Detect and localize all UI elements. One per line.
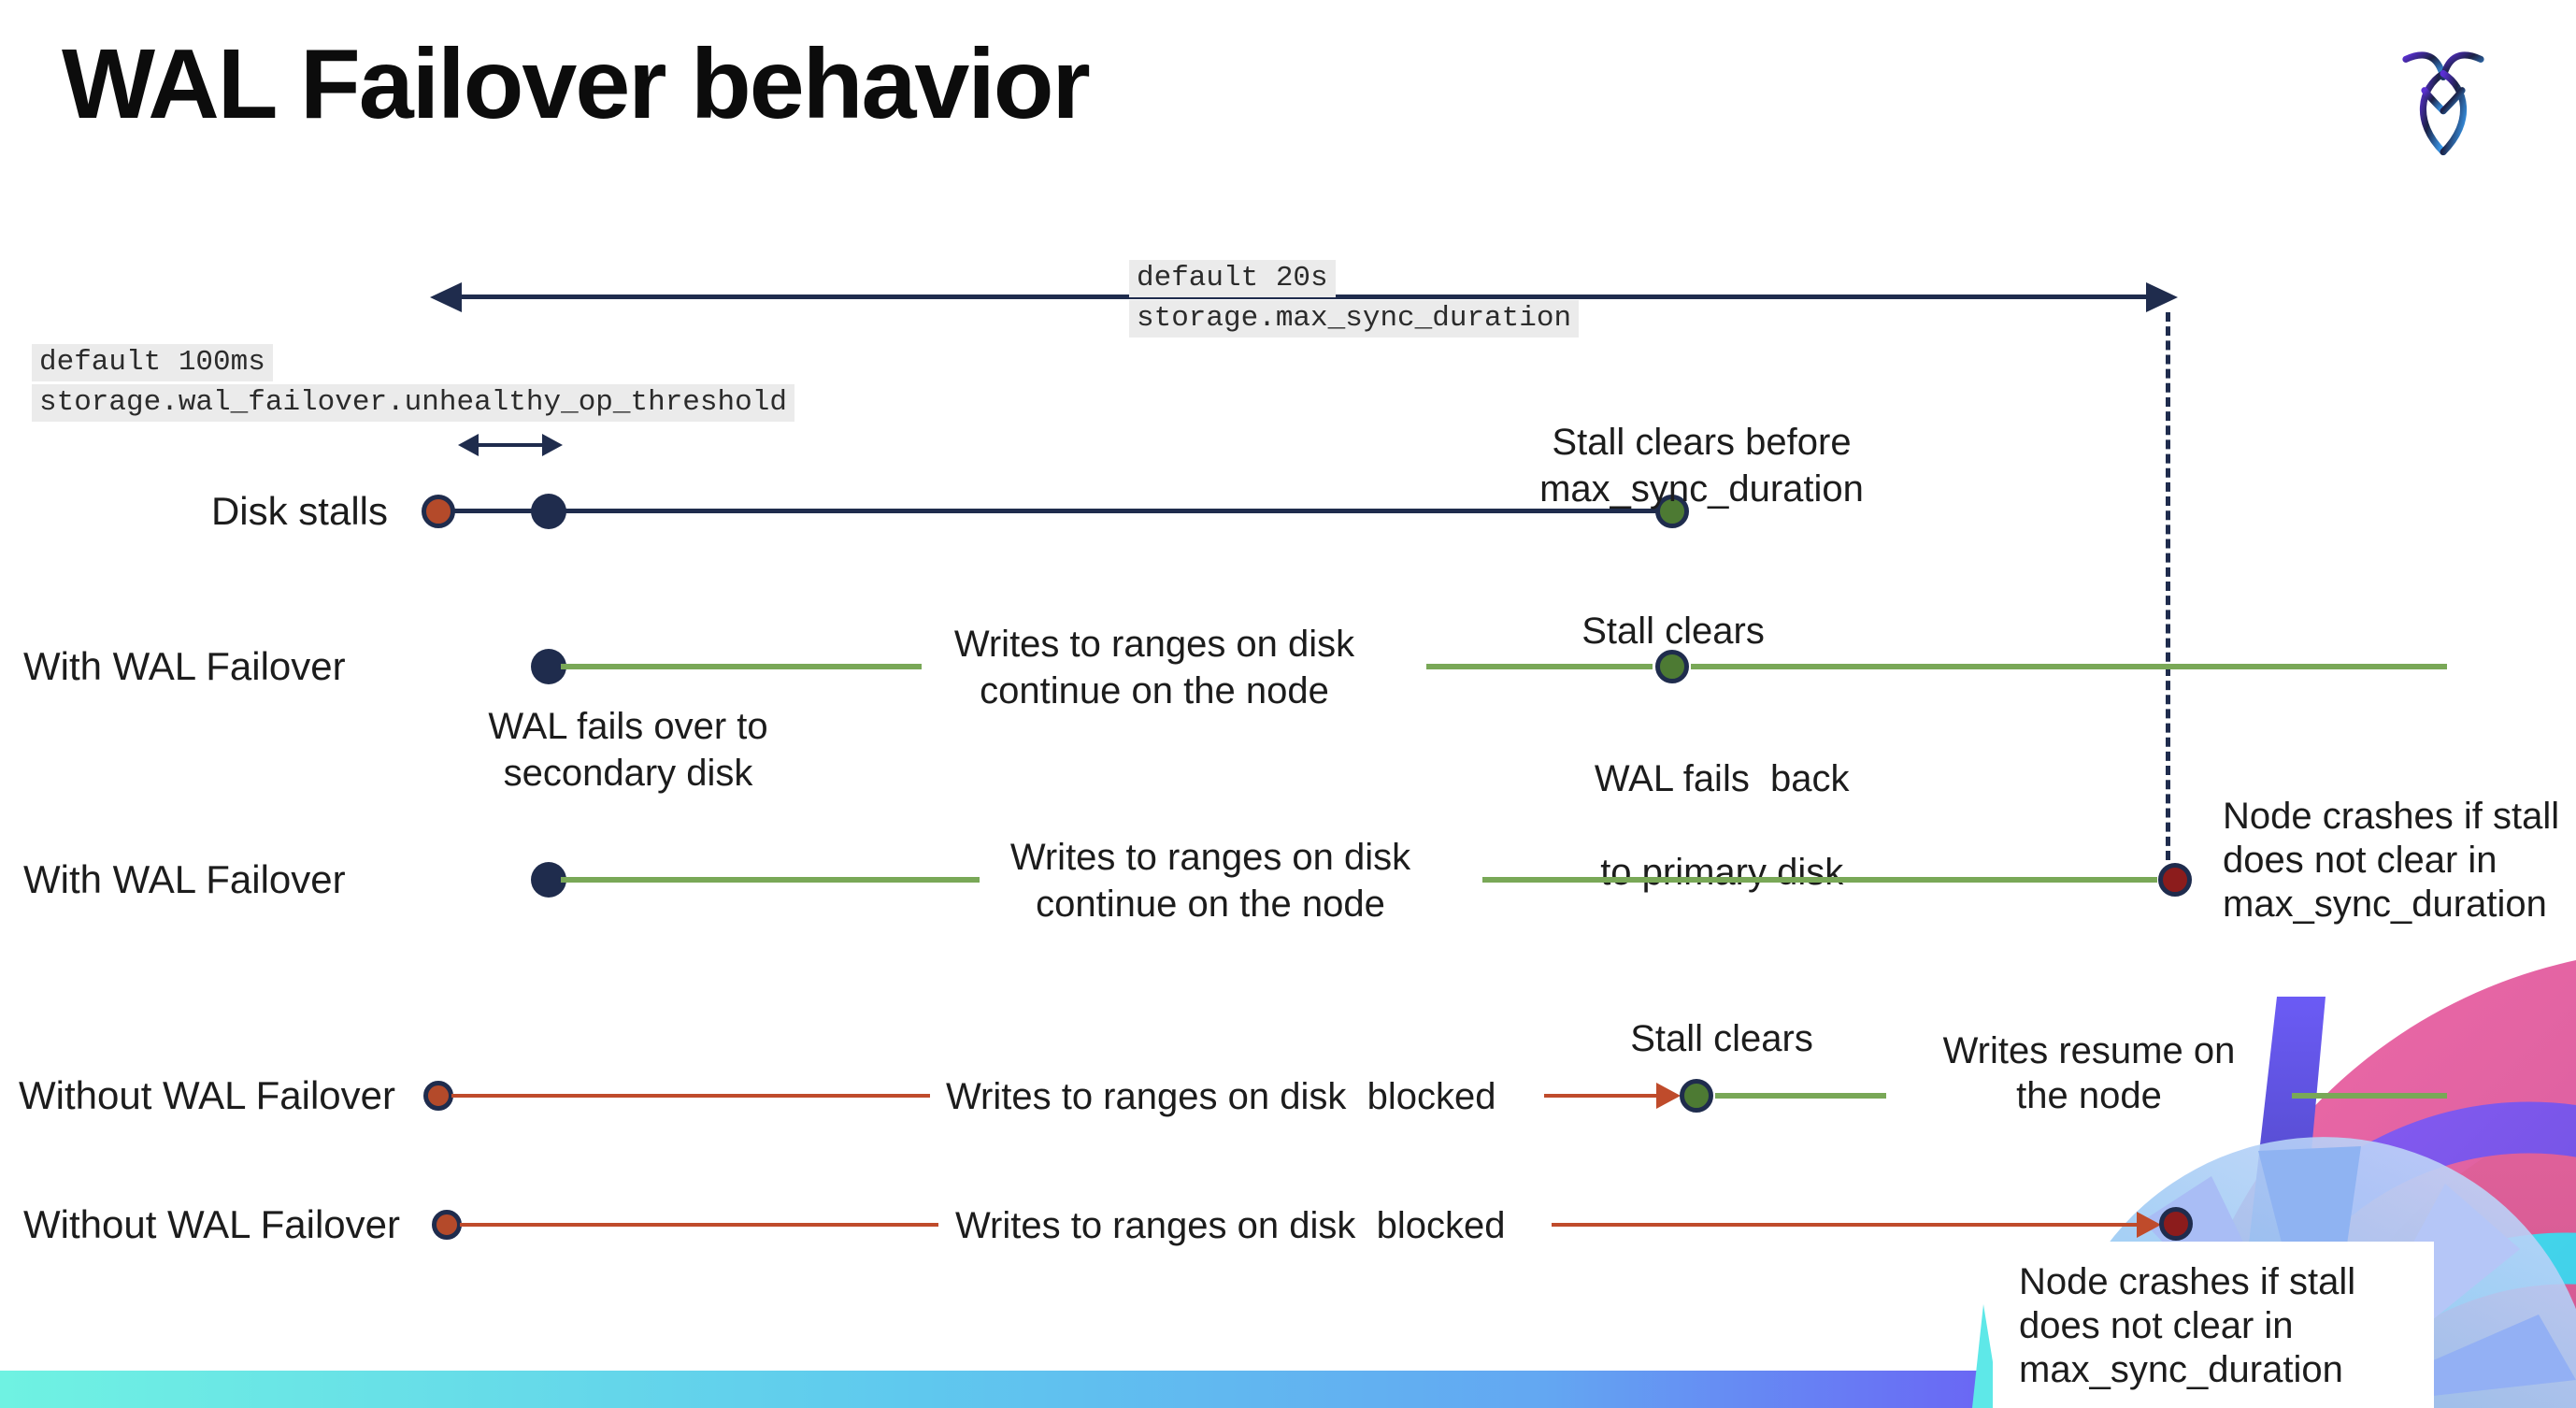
- writes-blocked-note-1: Writes to ranges on disk blocked: [946, 1076, 1496, 1117]
- threshold-default-chip: default 100ms: [32, 344, 273, 381]
- node-crash-note-1: Node crashes if stall does not clear in …: [2223, 795, 2576, 927]
- node-crash-dot-1: [2158, 863, 2192, 897]
- wal-fails-over-note: WAL fails over to secondary disk: [441, 703, 815, 797]
- crash-callout-box: [1993, 1242, 2434, 1408]
- max-sync-name-chip: storage.max_sync_duration: [1129, 300, 1580, 338]
- blocked-start-dot-2: [432, 1210, 462, 1240]
- stall-clears-dot-2: [1680, 1079, 1713, 1113]
- node-crash-dot-2: [2159, 1207, 2193, 1241]
- note-line: Writes to ranges on disk: [1009, 837, 1411, 878]
- disk-stall-timeline: [438, 509, 1672, 513]
- row-label-without-wal-failover-1: Without WAL Failover: [19, 1073, 395, 1117]
- writes-continue-note-1: Writes to ranges on disk continue on the…: [939, 621, 1369, 714]
- note-line: max_sync_duration: [2019, 1349, 2343, 1390]
- row-label-with-wal-failover-2: With WAL Failover: [23, 857, 346, 901]
- note-line: WAL fails over to: [488, 706, 768, 747]
- threshold-setting-label: default 100ms storage.wal_failover.unhea…: [32, 344, 794, 424]
- writes-resume-line-1: [1715, 1093, 1886, 1099]
- blocked-arrow-line-1: [1544, 1094, 1658, 1098]
- note-line: max_sync_duration: [1539, 468, 1864, 510]
- note-line: does not clear in: [2019, 1305, 2294, 1346]
- threshold-name-chip: storage.wal_failover.unhealthy_op_thresh…: [32, 384, 794, 422]
- writes-continue-line-1b: [1426, 664, 1653, 669]
- max-sync-arrow-right-head: [2146, 282, 2178, 312]
- note-line: secondary disk: [503, 753, 753, 794]
- note-line: does not clear in: [2223, 840, 2497, 881]
- node-crash-note-2: Node crashes if stall does not clear in …: [2019, 1260, 2411, 1392]
- note-line: the node: [2016, 1075, 2162, 1116]
- max-sync-default-chip: default 20s: [1129, 260, 1336, 297]
- writes-continue-note-2: Writes to ranges on disk continue on the…: [995, 834, 1425, 927]
- disk-stall-threshold-dot: [531, 494, 566, 529]
- writes-blocked-note-2: Writes to ranges on disk blocked: [955, 1205, 1506, 1246]
- threshold-arrow-right-head: [542, 434, 563, 456]
- stall-clears-before-note: Stall clears before max_sync_duration: [1522, 419, 1882, 512]
- note-line: max_sync_duration: [2223, 884, 2547, 925]
- stall-clears-note-2: Stall clears: [1630, 1018, 1813, 1059]
- failover-start-dot-2: [531, 862, 566, 898]
- page-title: WAL Failover behavior: [62, 29, 1091, 139]
- blocked-arrow-head-1: [1656, 1083, 1681, 1109]
- writes-continue-line-2a: [561, 877, 980, 883]
- max-sync-arrow-left-head: [430, 282, 462, 312]
- cockroachdb-logo-icon: [2402, 51, 2484, 156]
- note-line: Writes to ranges on disk: [953, 624, 1355, 665]
- max-sync-deadline-dashed-line: [2166, 312, 2170, 860]
- writes-continue-line-1c: [1691, 664, 2447, 669]
- writes-resume-note: Writes resume on the node: [1930, 1028, 2248, 1118]
- writes-continue-line-1a: [561, 664, 922, 669]
- stall-clears-note-1: Stall clears: [1581, 611, 1765, 652]
- disk-stall-start-dot: [422, 495, 455, 528]
- row-label-with-wal-failover-1: With WAL Failover: [23, 644, 346, 688]
- note-line: to primary disk: [1600, 852, 1844, 893]
- threshold-arrow-line: [475, 443, 546, 447]
- writes-blocked-line-1: [451, 1094, 930, 1098]
- blocked-arrow-line-2: [1552, 1223, 2139, 1227]
- writes-continue-line-2b: [1482, 877, 2157, 883]
- row-label-without-wal-failover-2: Without WAL Failover: [23, 1202, 400, 1246]
- note-line: continue on the node: [980, 670, 1329, 711]
- disk-stall-clear-dot: [1655, 495, 1689, 528]
- failback-dot: [1655, 650, 1689, 683]
- note-line: Stall clears before: [1552, 422, 1852, 463]
- note-line: Writes resume on: [1942, 1030, 2236, 1071]
- blocked-start-dot-1: [423, 1081, 453, 1111]
- note-line: continue on the node: [1036, 884, 1385, 925]
- row-label-disk-stalls: Disk stalls: [210, 489, 388, 533]
- failover-start-dot-1: [531, 649, 566, 684]
- threshold-arrow-left-head: [458, 434, 479, 456]
- note-line: Node crashes if stall: [2223, 796, 2560, 837]
- wal-fails-back-note: WAL fails back to primary disk: [1514, 709, 1888, 942]
- blocked-arrow-head-2: [2137, 1212, 2161, 1238]
- writes-blocked-line-2: [460, 1223, 938, 1227]
- max-sync-setting-label: default 20s storage.max_sync_duration: [1129, 260, 1580, 340]
- note-line: WAL fails back: [1594, 758, 1850, 799]
- note-line: Node crashes if stall: [2019, 1261, 2356, 1302]
- writes-resume-line-2: [2292, 1093, 2447, 1099]
